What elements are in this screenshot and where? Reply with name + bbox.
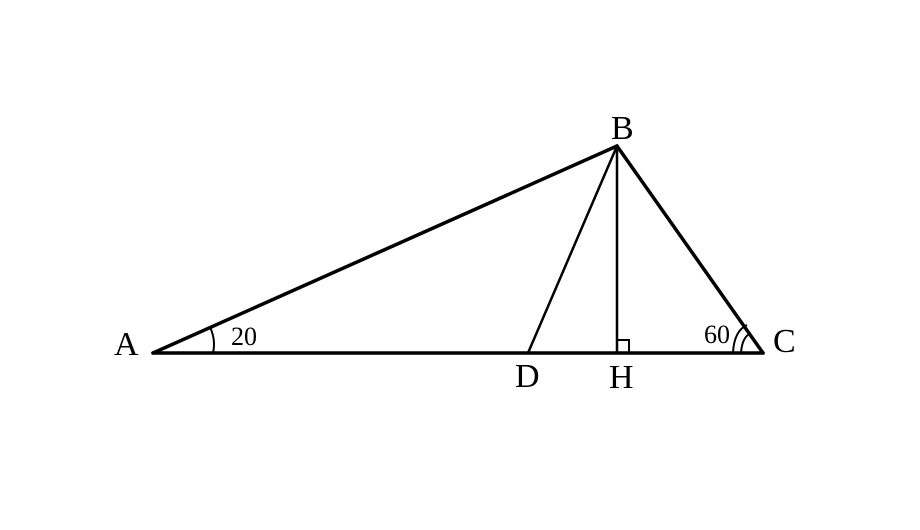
label-point-a: A xyxy=(114,326,139,363)
right-angle-marker xyxy=(617,339,630,353)
angle-arc-a xyxy=(209,326,215,354)
angle-arc-c-outer xyxy=(732,324,748,354)
angle-label-c: 60 xyxy=(704,320,730,349)
segment-bd xyxy=(526,144,619,355)
label-point-h: H xyxy=(609,359,634,396)
side-bc xyxy=(615,144,765,355)
label-point-d: D xyxy=(515,358,540,395)
angle-arc-c-inner xyxy=(740,332,752,354)
angle-label-a: 20 xyxy=(231,322,257,351)
side-ab xyxy=(151,144,619,355)
label-point-c: C xyxy=(773,323,796,360)
label-point-b: B xyxy=(611,110,634,147)
